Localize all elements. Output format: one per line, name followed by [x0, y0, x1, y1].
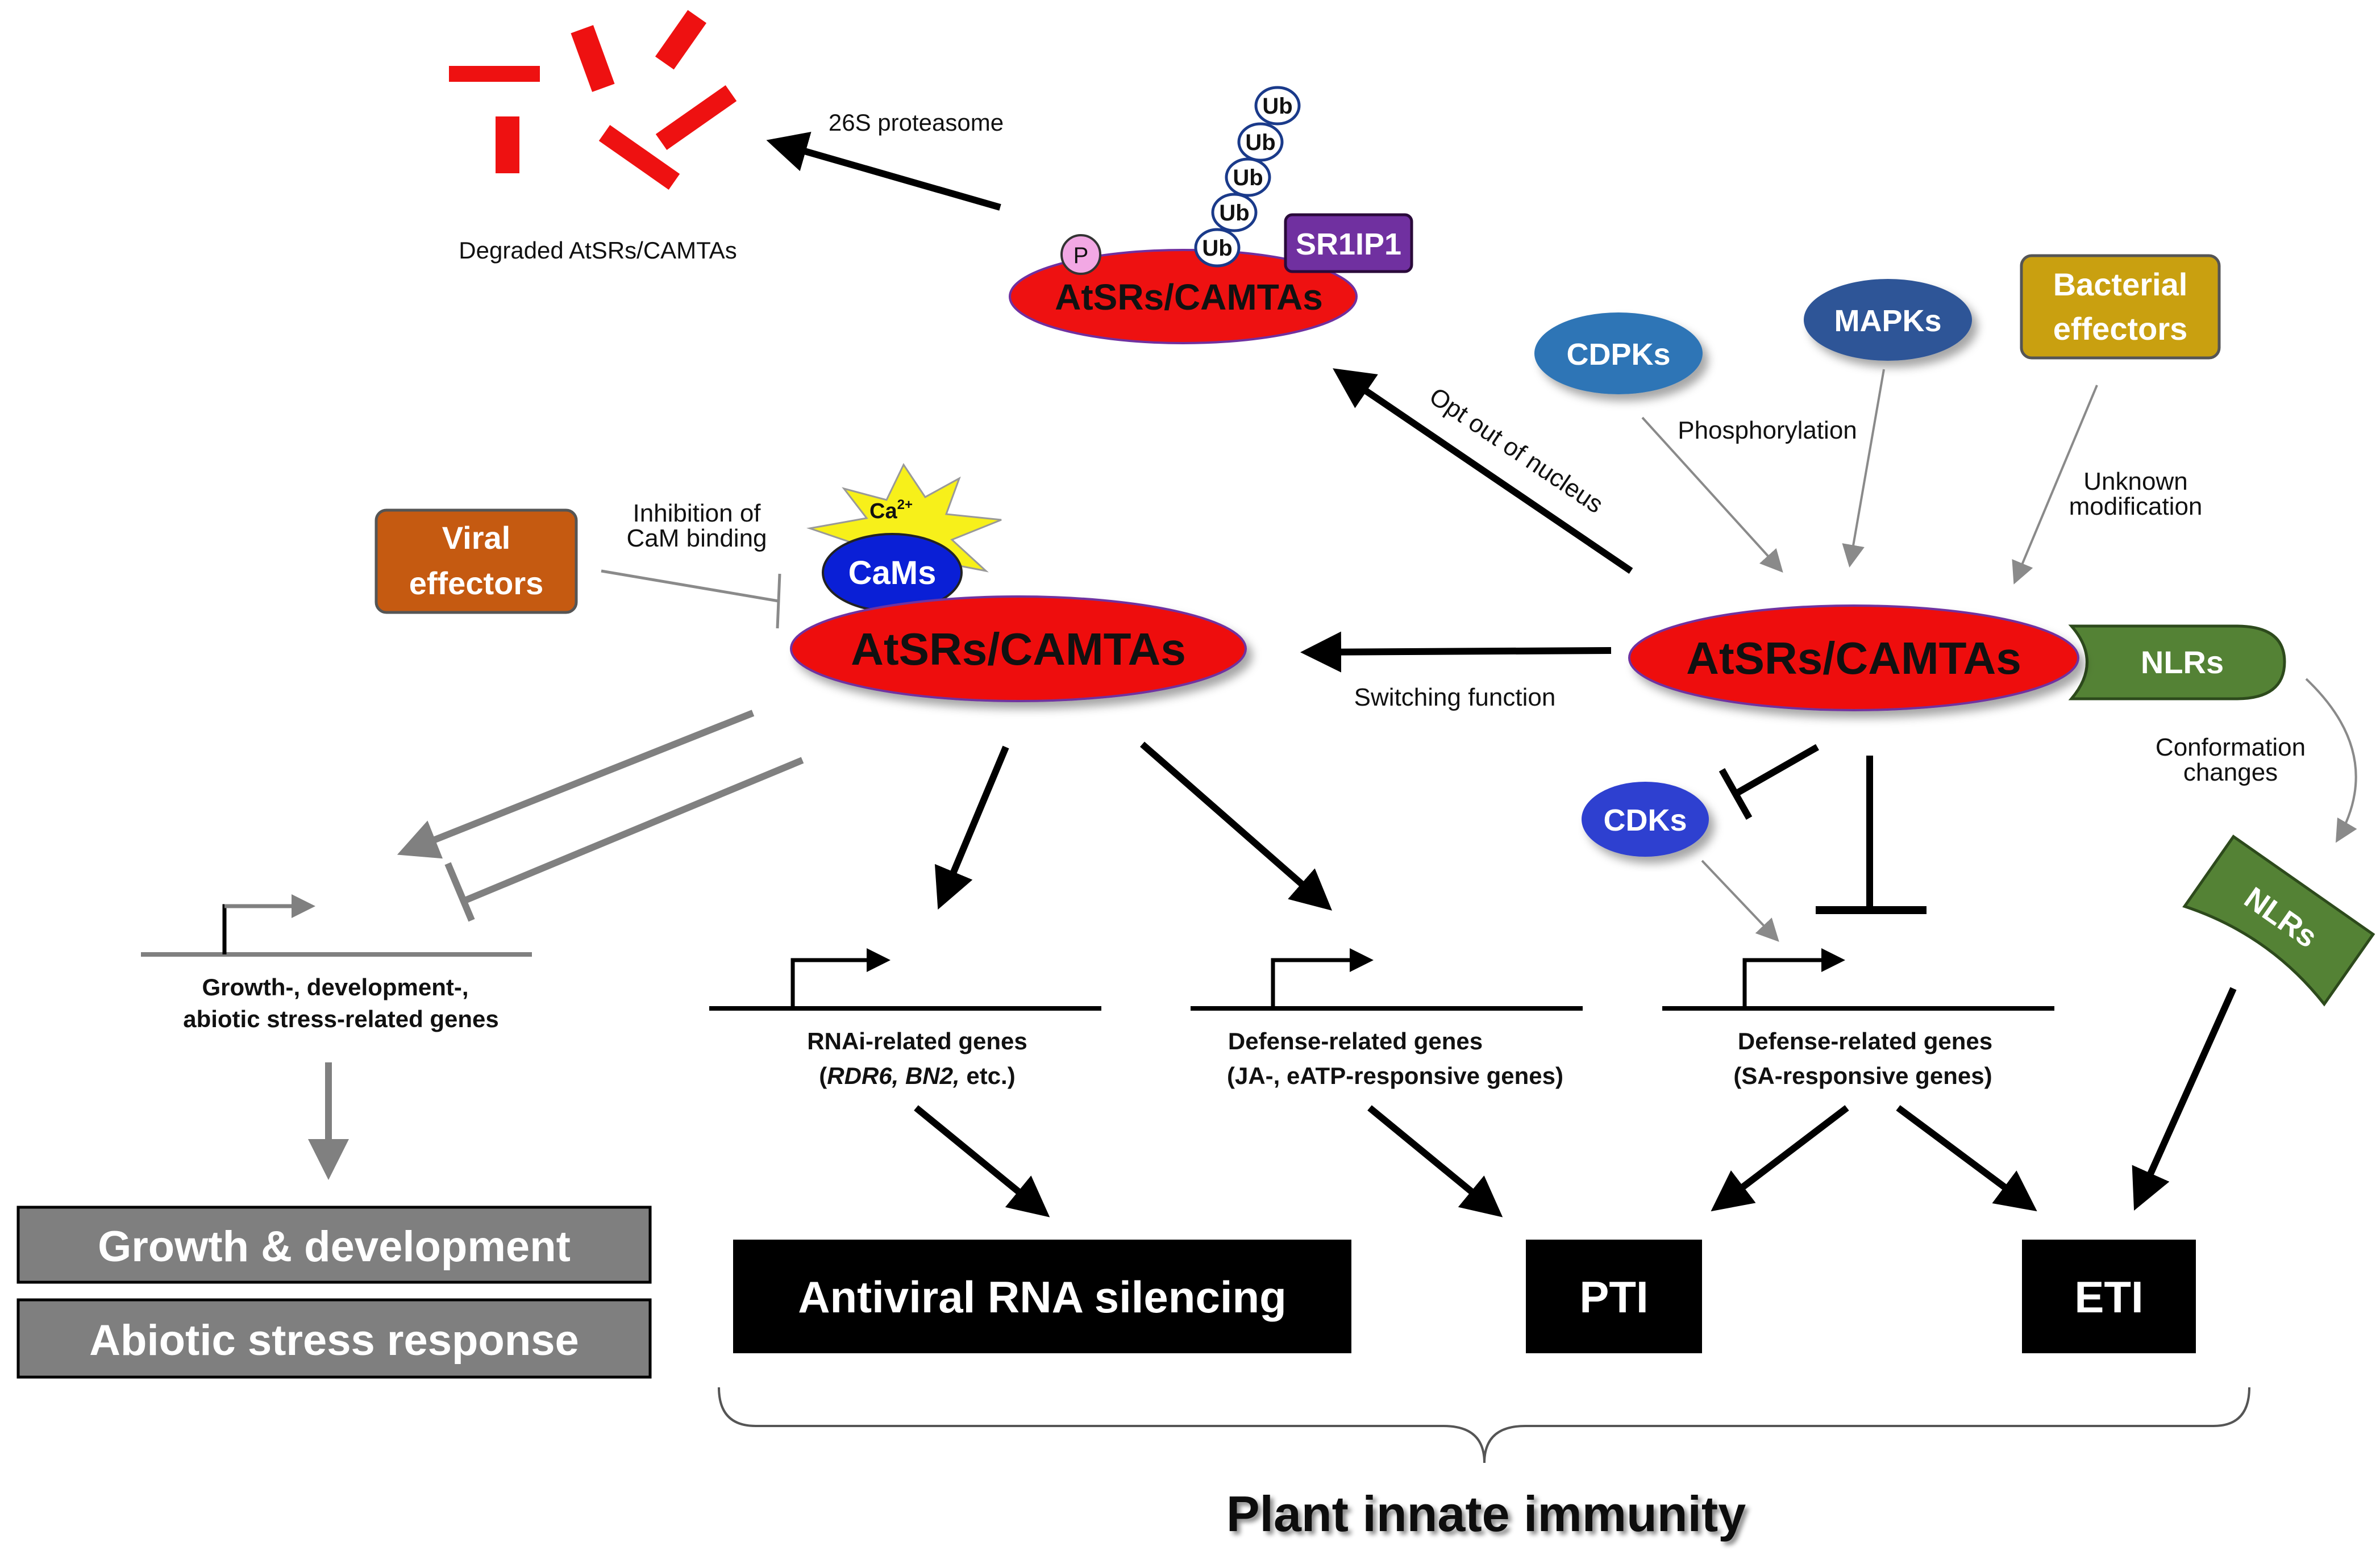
degraded-label: Degraded AtSRs/CAMTAs	[459, 237, 737, 264]
viral-line1: Viral	[442, 520, 510, 556]
cdks-arrow	[1701, 860, 1779, 942]
cdks-inhibition	[1719, 744, 1819, 820]
mapks-ellipse	[1804, 279, 1972, 361]
ubiquitin-chain: Ub Ub Ub Ub Ub	[1194, 86, 1301, 268]
calcium-label: Ca2+	[869, 497, 913, 523]
rnai-output-arrow	[914, 1105, 1050, 1217]
phospho-marker: P	[1060, 234, 1101, 275]
mapks-label: MAPKs	[1834, 304, 1941, 338]
switching-arrow	[1300, 631, 1612, 673]
cdks-ellipse	[1582, 782, 1709, 857]
immunity-brace	[718, 1387, 2250, 1463]
rnai-genes-tail: etc.)	[960, 1062, 1016, 1089]
ca-charge: 2+	[897, 497, 913, 512]
growth-genes-line2: abiotic stress-related genes	[183, 1006, 499, 1032]
phosphorylation-label: Phosphorylation	[1678, 416, 1857, 444]
unknown-line1: Unknown	[2083, 468, 2187, 495]
rnai-genes-line1: RNAi-related genes	[807, 1028, 1027, 1054]
phospho-label: P	[1074, 243, 1089, 268]
antiviral-box	[733, 1240, 1351, 1353]
nlrs-eti-arrow	[2132, 987, 2237, 1211]
nlrs-bound-label: NLRs	[2141, 644, 2224, 680]
nlrs-bound-shape	[2068, 624, 2286, 700]
proteasome-arrow	[766, 131, 1001, 211]
mapks-arrow	[1842, 369, 1885, 568]
cdpks-arrow	[1641, 416, 1783, 573]
ja-gene-promoter	[1191, 948, 1583, 1011]
proteasome-label: 26S proteasome	[829, 109, 1004, 136]
atsrs-right-label: AtSRs/CAMTAs	[1686, 633, 2021, 683]
degraded-fragments	[449, 10, 737, 190]
ja-activation-arrow	[1140, 741, 1333, 911]
rnai-gene-promoter	[709, 948, 1101, 1011]
bacterial-effectors-box	[2020, 254, 2221, 360]
ja-pti-arrow	[1367, 1105, 1503, 1217]
immunity-label: Plant innate immunity	[1226, 1486, 1746, 1542]
rnai-genes-line2: (RDR6, BN2, etc.)	[819, 1062, 1015, 1089]
bacterial-arrow	[2012, 385, 2098, 585]
abiotic-stress-label: Abiotic stress response	[89, 1316, 579, 1365]
ub-label-2: Ub	[1219, 201, 1249, 226]
nlrs-free: NLRs	[2182, 835, 2375, 1007]
eti-label: ETI	[2074, 1272, 2143, 1322]
cdpks-label: CDPKs	[1566, 337, 1670, 372]
switching-label: Switching function	[1354, 683, 1556, 711]
viral-effectors-box	[375, 508, 578, 614]
sa-eti-arrow	[1896, 1105, 2037, 1212]
cdks-label: CDKs	[1603, 803, 1687, 837]
atsrs-top-label: AtSRs/CAMTAs	[1055, 277, 1323, 318]
growth-development-label: Growth & development	[98, 1223, 571, 1271]
cdpks-ellipse	[1534, 312, 1703, 394]
atsrs-left-label: AtSRs/CAMTAs	[851, 624, 1186, 674]
unknown-line2: modification	[2069, 493, 2203, 520]
cams-label: CaMs	[848, 554, 937, 591]
growth-gene-inhibition	[444, 757, 804, 922]
sa-pti-arrow	[1711, 1105, 1849, 1212]
antiviral-label: Antiviral RNA silencing	[798, 1272, 1287, 1322]
inhibition-cam-line	[601, 569, 781, 629]
nlrs-free-shape	[2182, 835, 2375, 1007]
bacterial-line2: effectors	[2053, 311, 2188, 347]
bacterial-line1: Bacterial	[2053, 266, 2188, 302]
atsrs-ellipse-top	[1009, 249, 1358, 344]
ub-label-3: Ub	[1233, 165, 1263, 190]
opt-out-arrow	[1333, 368, 1633, 574]
abiotic-stress-box	[16, 1298, 652, 1379]
viral-line2: effectors	[409, 565, 544, 601]
inhibition-line2: CaM binding	[626, 524, 767, 552]
atsrs-ellipse-right	[1628, 604, 2079, 711]
pti-box	[1526, 1240, 1702, 1353]
ub-label-4: Ub	[1245, 130, 1275, 155]
growth-genes-line1: Growth-, development-,	[202, 974, 468, 1000]
sa-genes-inhibition	[1816, 756, 1927, 914]
sr1ip1-box	[1284, 213, 1413, 273]
ca-text: Ca	[869, 499, 897, 523]
growth-gene-promoter	[141, 894, 532, 957]
growth-gene-arrow	[397, 710, 755, 859]
pti-label: PTI	[1579, 1272, 1648, 1322]
defense-ja-line1: Defense-related genes	[1228, 1028, 1483, 1054]
growth-development-box	[16, 1206, 652, 1284]
defense-sa-line2: (SA-responsive genes)	[1733, 1062, 1992, 1089]
defense-ja-line2: (JA-, eATP-responsive genes)	[1227, 1062, 1563, 1089]
sr1ip1-label: SR1IP1	[1296, 227, 1401, 261]
eti-box	[2022, 1240, 2196, 1353]
ub-label-5: Ub	[1262, 94, 1292, 119]
sa-gene-promoter	[1662, 948, 2054, 1011]
atsrs-ellipse-left	[790, 595, 1247, 702]
inhibition-line1: Inhibition of	[633, 499, 761, 527]
conformation-line1: Conformation	[2156, 733, 2306, 761]
conformation-line2: changes	[2183, 758, 2278, 786]
rnai-activation-arrow	[934, 745, 1009, 910]
conformation-arrow	[2305, 678, 2357, 843]
ub-label-1: Ub	[1202, 236, 1232, 261]
rnai-genes-italic: RDR6, BN2,	[827, 1062, 959, 1089]
defense-sa-line1: Defense-related genes	[1738, 1028, 1992, 1054]
